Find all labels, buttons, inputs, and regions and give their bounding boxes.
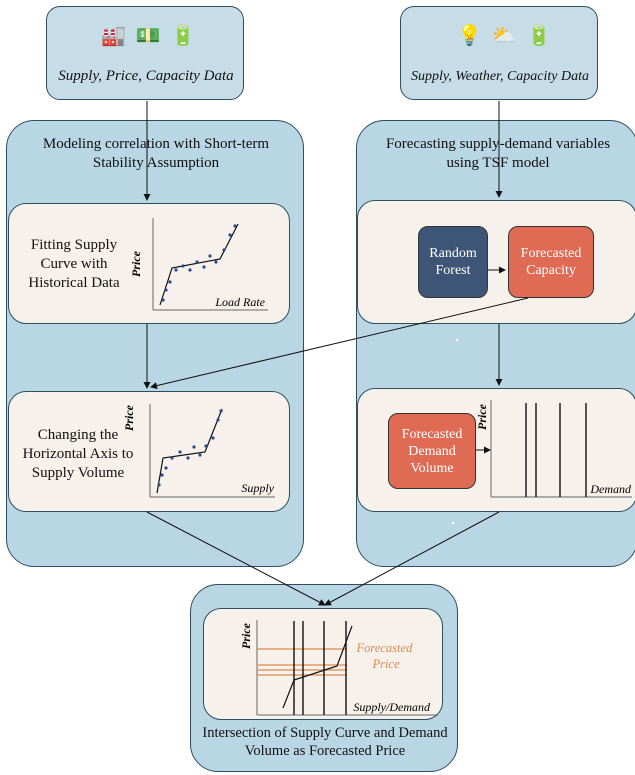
left-step1-card: Fitting Supply Curve with Historical Dat… — [8, 203, 290, 324]
bottom-plot-card — [203, 608, 443, 720]
plot1-point — [233, 224, 237, 228]
plot2-y-label: Price — [122, 404, 136, 431]
demand-x-label: Demand — [589, 482, 632, 496]
bottom-x-label: Supply/Demand — [353, 700, 431, 714]
forecasted-capacity-node: Forecasted Capacity — [508, 226, 594, 298]
step1-text: Fitting Supply Curve with Historical Dat… — [28, 237, 120, 291]
lightbulb-icon: 💡 — [457, 25, 482, 47]
forecasted-price-text-line2: Price — [371, 657, 400, 671]
weather-icon: ⛅ — [491, 25, 517, 47]
forecasted-price-label: Forecasted Price — [356, 641, 416, 671]
right-demand-card: Forecasted Demand Volume — [357, 388, 635, 512]
plot2-point — [198, 453, 202, 457]
plot1-point — [195, 260, 199, 264]
plot1-point — [222, 248, 226, 252]
plot2-point — [186, 456, 190, 460]
plot1-fitted-curve — [159, 223, 239, 306]
bottom-y-label: Price — [239, 622, 253, 649]
plot1-point — [214, 260, 218, 264]
battery-icon: 🔋 — [526, 25, 552, 47]
plot2-scatter — [157, 409, 223, 487]
plot1-point — [161, 298, 165, 302]
plot1-point — [174, 268, 178, 272]
battery-icon: 🔋 — [170, 25, 196, 47]
plot2-point — [160, 473, 164, 477]
demand-plot: Price Demand — [475, 400, 632, 498]
plot1-point — [164, 288, 168, 292]
plot1-point — [208, 254, 212, 258]
supply-curve-plot-1: Price Load Rate — [129, 218, 268, 311]
step2-text: Changing the Horizontal Axis to Supply V… — [22, 427, 134, 481]
demand-y-label: Price — [475, 403, 489, 430]
right-forecast-card: Random Forest Forecasted Capacity — [357, 200, 635, 324]
plot2-point — [216, 418, 220, 422]
plot1-scatter — [161, 224, 237, 302]
forecasted-demand-node: Forecasted Demand Volume — [388, 413, 476, 489]
arrow-capacity-to-step2 — [150, 297, 529, 390]
supply-curve-plot-2: Price Supply — [122, 404, 275, 498]
input-icons-left: 🏭 💵 🔋 — [101, 23, 196, 48]
input-box-right: 💡 ⛅ 🔋 Supply, Weather, Capacity Data — [400, 6, 598, 100]
money-icon: 💵 — [135, 25, 161, 47]
right-panel-title: Forecasting supply-demand variables usin… — [385, 136, 611, 171]
factory-icon: 🏭 — [101, 25, 126, 47]
plot2-point — [170, 456, 174, 460]
plot1-point — [228, 233, 232, 237]
input-label-right: Supply, Weather, Capacity Data — [411, 69, 589, 84]
plot2-point — [204, 444, 208, 448]
left-step2-card: Changing the Horizontal Axis to Supply V… — [8, 391, 290, 512]
random-forest-node: Random Forest — [418, 226, 488, 298]
plot2-point — [178, 450, 182, 454]
intersection-plot: Price Supply/Demand Forecasted Price — [239, 620, 438, 716]
decorative-dot-2 — [451, 521, 455, 525]
plot1-y-label: Price — [129, 250, 143, 277]
bottom-caption: Intersection of Supply Curve and Demand … — [202, 725, 448, 759]
arrow-demand-to-bottom — [324, 511, 500, 606]
plot2-point — [211, 436, 215, 440]
plot1-point — [181, 264, 185, 268]
left-panel-title: Modeling correlation with Short-term Sta… — [42, 136, 270, 171]
plot2-fitted-curve — [156, 408, 223, 494]
plot1-x-label: Load Rate — [214, 295, 265, 309]
forecasted-price-text: Forecasted — [356, 641, 414, 655]
plot1-point — [168, 280, 172, 284]
plot1-point — [202, 265, 206, 269]
plot1-point — [188, 268, 192, 272]
arrow-step2-to-bottom — [146, 511, 326, 606]
bottom-supply-curve — [282, 625, 353, 709]
decorative-dot-1 — [455, 338, 459, 342]
plot2-x-label: Supply — [241, 481, 274, 495]
plot2-point — [164, 466, 168, 470]
input-icons-right: 💡 ⛅ 🔋 — [457, 23, 552, 48]
input-label-left: Supply, Price, Capacity Data — [58, 68, 234, 84]
input-box-left: 🏭 💵 🔋 Supply, Price, Capacity Data — [46, 6, 244, 100]
plot2-point — [219, 409, 223, 413]
plot2-point — [157, 483, 161, 487]
plot2-point — [192, 445, 196, 449]
